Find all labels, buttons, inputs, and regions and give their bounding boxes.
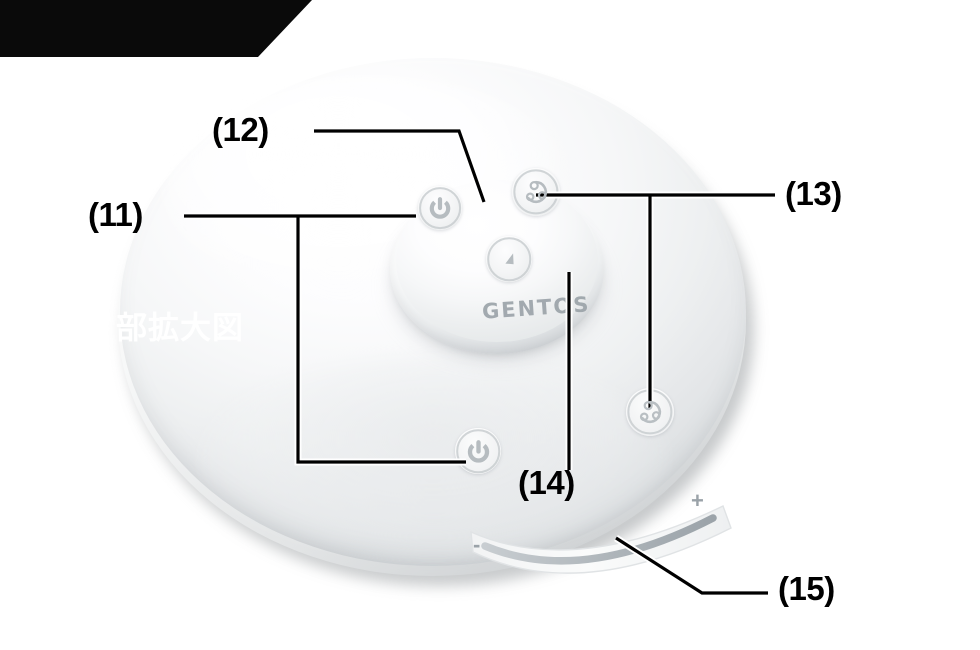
play-triangle-icon: [505, 253, 514, 265]
callout-label-13: (13): [785, 175, 842, 212]
slider-track-arc[interactable]: [481, 514, 717, 565]
dimmer-slider[interactable]: - +: [455, 482, 745, 574]
callout-label-15: (15): [778, 570, 835, 607]
screw-mount-icon: [525, 180, 548, 204]
mode-button[interactable]: [486, 236, 532, 282]
callout-label-14: (14): [518, 464, 575, 501]
section-title: セード部拡大図: [20, 310, 244, 347]
slider-groove-shape: [470, 505, 732, 574]
callout-label-12: (12): [212, 111, 269, 148]
dimmer-slider-graphic[interactable]: [455, 482, 745, 574]
mount-screw-icon-lower: [626, 388, 674, 436]
callout-label-11: (11): [88, 196, 143, 233]
screw-mount-icon: [639, 400, 662, 424]
power-button-lower[interactable]: [455, 428, 501, 474]
power-button-upper[interactable]: [418, 186, 462, 230]
power-icon: [429, 197, 451, 219]
section-banner: [0, 0, 312, 57]
mount-screw-icon-upper: [512, 168, 560, 216]
dimmer-plus-label: +: [691, 488, 704, 513]
dimmer-minus-label: -: [473, 532, 481, 557]
power-icon: [467, 439, 489, 463]
